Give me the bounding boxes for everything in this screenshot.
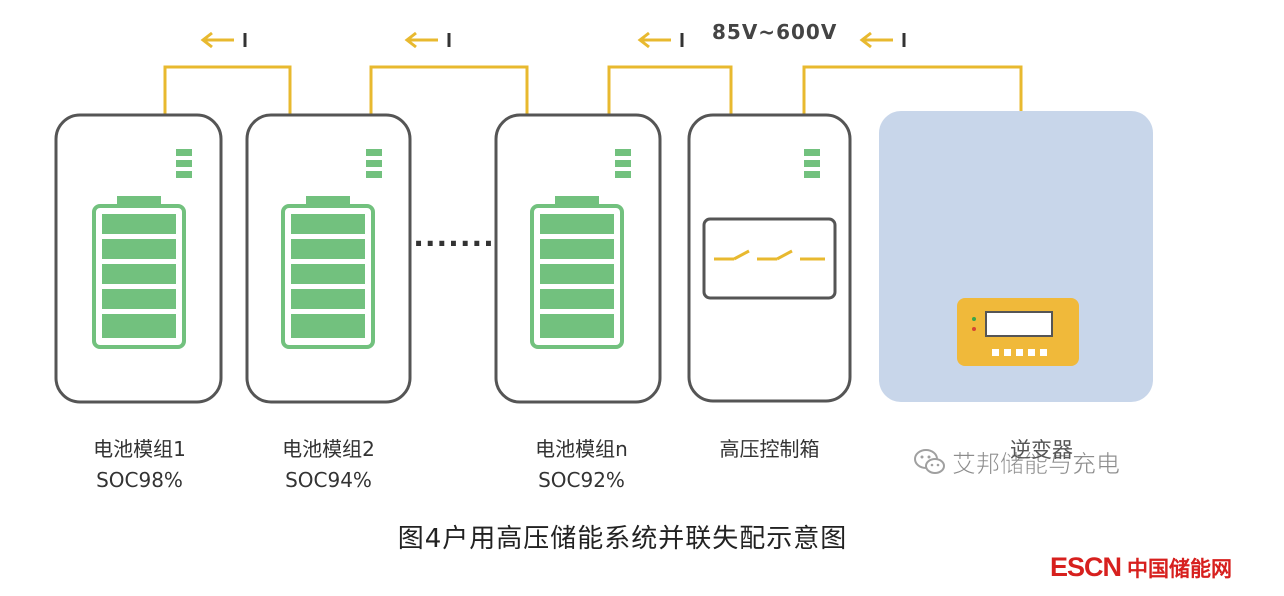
- indicator-icon: [615, 149, 631, 178]
- logo-cn: 中国储能网: [1127, 557, 1233, 581]
- led-red-icon: [972, 327, 976, 331]
- watermark: 逆变器 艾邦储能与充电: [914, 438, 1121, 479]
- figure-caption: 图4户用高压储能系统并联失配示意图: [397, 524, 848, 554]
- logo-en: ESCN: [1050, 552, 1122, 582]
- wechat-icon: [914, 448, 945, 474]
- display-screen: [985, 311, 1053, 337]
- voltage-label: 85V~600V: [712, 20, 838, 44]
- button-row-icon: [992, 349, 1047, 356]
- switch-icon: [714, 249, 825, 261]
- module-2-label: 电池模组2 SOC94%: [247, 434, 410, 496]
- left-arrow-icon: [200, 31, 247, 49]
- control-box-label: 高压控制箱: [719, 437, 820, 461]
- left-arrow-icon: [404, 31, 451, 49]
- dc-bus-wires: [163, 65, 1023, 114]
- control-box: [687, 113, 852, 403]
- module-soc: SOC98%: [96, 468, 183, 492]
- escn-logo: ESCN 中国储能网: [1050, 552, 1232, 583]
- battery-icon: [281, 196, 375, 349]
- module-name: 电池模组1: [93, 437, 186, 461]
- wire-module2-ellipsis: [369, 65, 529, 114]
- module-name: 电池模组n: [535, 437, 628, 461]
- battery-icon: [530, 196, 624, 349]
- wire-module1-module2: [163, 65, 292, 114]
- battery-module-n: [494, 113, 662, 404]
- watermark-text: 艾邦储能与充电: [952, 450, 1121, 479]
- indicator-icon: [366, 149, 382, 178]
- inverter-label: 逆变器: [1010, 438, 1073, 462]
- wire-controlbox-inverter: [802, 65, 1023, 114]
- battery-module-2: [245, 113, 412, 404]
- indicator-icon: [804, 149, 820, 178]
- battery-icon: [92, 196, 186, 349]
- module-soc: SOC94%: [285, 468, 372, 492]
- current-arrows: [200, 31, 906, 49]
- battery-module-1: [54, 113, 223, 404]
- module-n-label: 电池模组n SOC92%: [500, 434, 663, 496]
- left-arrow-icon: [637, 31, 684, 49]
- left-arrow-icon: [859, 31, 906, 49]
- wire-modulen-controlbox: [607, 65, 733, 114]
- ellipsis: ·······: [413, 227, 494, 260]
- module-name: 电池模组2: [282, 437, 375, 461]
- indicator-icon: [176, 149, 192, 178]
- module-soc: SOC92%: [538, 468, 625, 492]
- inverter: [879, 111, 1153, 402]
- module-1-label: 电池模组1 SOC98%: [58, 434, 221, 496]
- led-green-icon: [972, 317, 976, 321]
